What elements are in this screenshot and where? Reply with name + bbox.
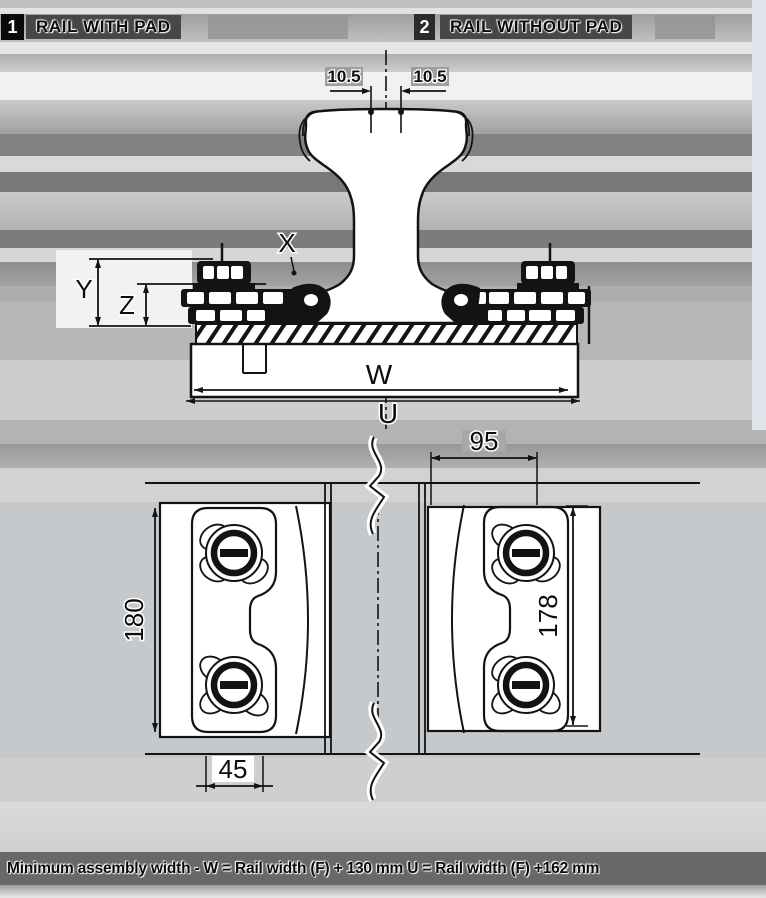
dim-x: X — [277, 227, 297, 276]
plan-view: 95 180 178 — [118, 425, 700, 802]
dim-180: 180 — [118, 508, 158, 732]
clamp-bolts — [199, 523, 561, 717]
left-clamp-assembly — [181, 243, 331, 324]
legend-1-badge: 1 — [1, 14, 24, 40]
section-view: 10.5 10.5 Y Z — [56, 50, 591, 431]
dim-z-label: Z — [119, 290, 135, 320]
dim-178: 178 — [532, 505, 588, 727]
legend-1-band — [208, 15, 348, 39]
dim-right-offset-value: 10.5 — [413, 67, 446, 86]
footer-note-bar: Minimum assembly width - W = Rail width … — [0, 852, 766, 885]
dim-z: Z — [118, 283, 266, 326]
dim-w-label: W — [366, 359, 393, 390]
break-lines — [364, 435, 390, 802]
dim-left-offset-value: 10.5 — [327, 67, 360, 86]
dim-180-value: 180 — [119, 598, 149, 641]
dim-u: U — [186, 397, 580, 431]
dim-y: Y — [74, 258, 213, 327]
legend-2-band — [655, 15, 715, 39]
dim-y-label: Y — [75, 274, 92, 304]
legend-1-label: RAIL WITH PAD — [26, 15, 181, 39]
legend-2-label: RAIL WITHOUT PAD — [440, 15, 633, 39]
dim-45: 45 — [196, 753, 273, 792]
dim-u-label: U — [378, 398, 398, 429]
right-clamp-assembly — [441, 243, 591, 344]
base-plate — [189, 342, 580, 399]
bolt — [199, 655, 269, 717]
rail-plan-edges — [324, 483, 426, 754]
dim-x-label: X — [278, 228, 295, 258]
bolt — [491, 523, 561, 585]
bolt — [491, 655, 561, 715]
footer-note-text: Minimum assembly width - W = Rail width … — [7, 860, 600, 877]
dim-45-value: 45 — [219, 754, 248, 784]
dim-178-value: 178 — [533, 594, 563, 637]
bolt — [199, 523, 269, 585]
dim-10-5-pair: 10.5 10.5 — [325, 66, 449, 133]
rail-head-contours — [298, 111, 474, 162]
dim-95-value: 95 — [470, 426, 499, 456]
legend-2-badge: 2 — [414, 14, 435, 40]
rail-pad-hatched — [195, 323, 578, 345]
dim-backplate — [56, 250, 192, 328]
dim-95: 95 — [430, 425, 538, 505]
dim-w: W — [194, 358, 568, 393]
